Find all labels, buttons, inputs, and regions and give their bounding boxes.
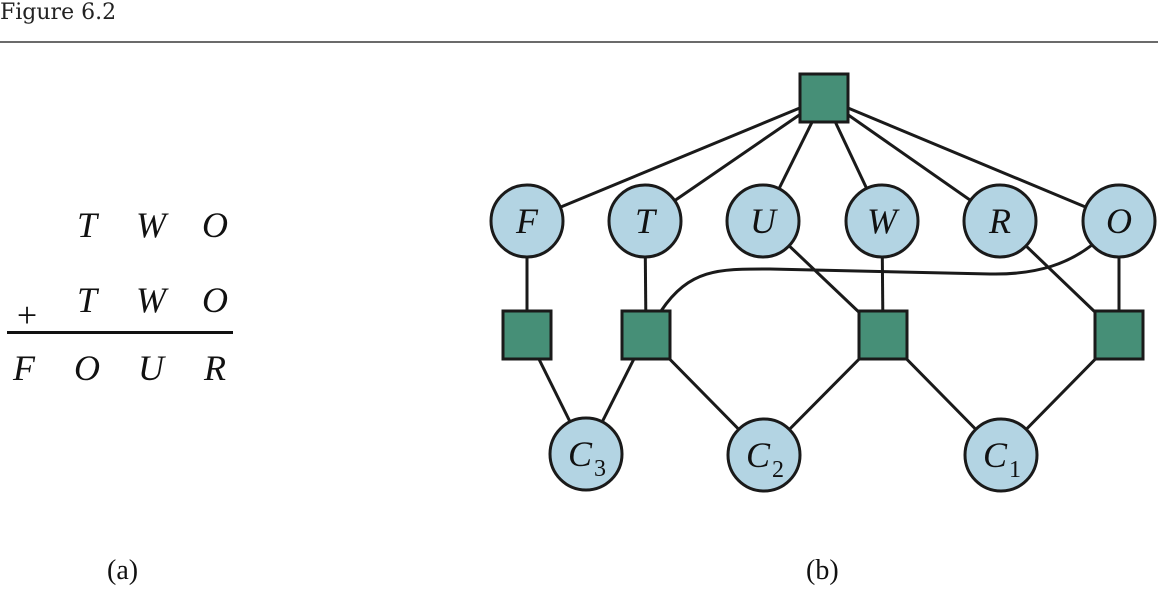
puzzle-digit: T (76, 205, 98, 245)
puzzle-operator: + (16, 295, 38, 335)
variable-circle (607, 183, 683, 259)
sum-bar (7, 331, 233, 334)
puzzle-digit: O (202, 280, 228, 320)
variable-circle (963, 417, 1039, 493)
variable-label: C (746, 435, 771, 475)
constraint-node (857, 309, 909, 361)
variable-node-F: F (489, 183, 565, 259)
variable-subscript: 2 (772, 457, 784, 483)
variable-circle (489, 183, 565, 259)
puzzle-digit: F (13, 348, 35, 388)
variable-label: F (515, 201, 539, 241)
puzzle-digit: T (76, 280, 98, 320)
puzzle-digit: O (202, 205, 228, 245)
puzzle-digit: R (204, 348, 226, 388)
alldiff-constraint-node (798, 72, 850, 124)
variable-label: C (568, 434, 593, 474)
caption-b: (b) (806, 555, 839, 586)
puzzle-digit: U (138, 348, 164, 388)
variable-label: W (867, 201, 900, 241)
variable-circle (962, 183, 1038, 259)
caption-a: (a) (107, 555, 139, 586)
puzzle-digit: O (74, 348, 100, 388)
constraint-node (1093, 309, 1145, 361)
variable-subscript: 1 (1009, 457, 1021, 483)
edge-alldiff-O (823, 96, 1120, 223)
variable-circle (725, 183, 801, 259)
edge-alldiff-F (526, 96, 825, 223)
variable-label: O (1106, 201, 1132, 241)
constraint-node (620, 309, 672, 361)
variable-node-O: O (1081, 183, 1157, 259)
puzzle-digit: W (136, 205, 166, 245)
variable-node-U: U (725, 183, 801, 259)
variable-label: U (750, 201, 778, 241)
variable-circle (548, 416, 624, 492)
figure-title: Figure 6.2 (0, 0, 117, 25)
cryptarithmetic-puzzle: + T W O T W O F O U R (0, 190, 250, 410)
constraint-node (501, 309, 553, 361)
variable-circle (844, 183, 920, 259)
variable-subscript: 3 (594, 456, 606, 482)
variable-circle (726, 417, 802, 493)
variable-label: T (635, 201, 658, 241)
variable-label: R (988, 201, 1011, 241)
puzzle-digit: W (136, 280, 166, 320)
variable-node-T: T (607, 183, 683, 259)
variable-node-R: R (962, 183, 1038, 259)
variable-circle (1081, 183, 1157, 259)
variable-node-W: W (844, 183, 920, 259)
title-divider (0, 41, 1158, 43)
variable-label: C (983, 435, 1008, 475)
edge-O-k2 (659, 243, 1093, 312)
